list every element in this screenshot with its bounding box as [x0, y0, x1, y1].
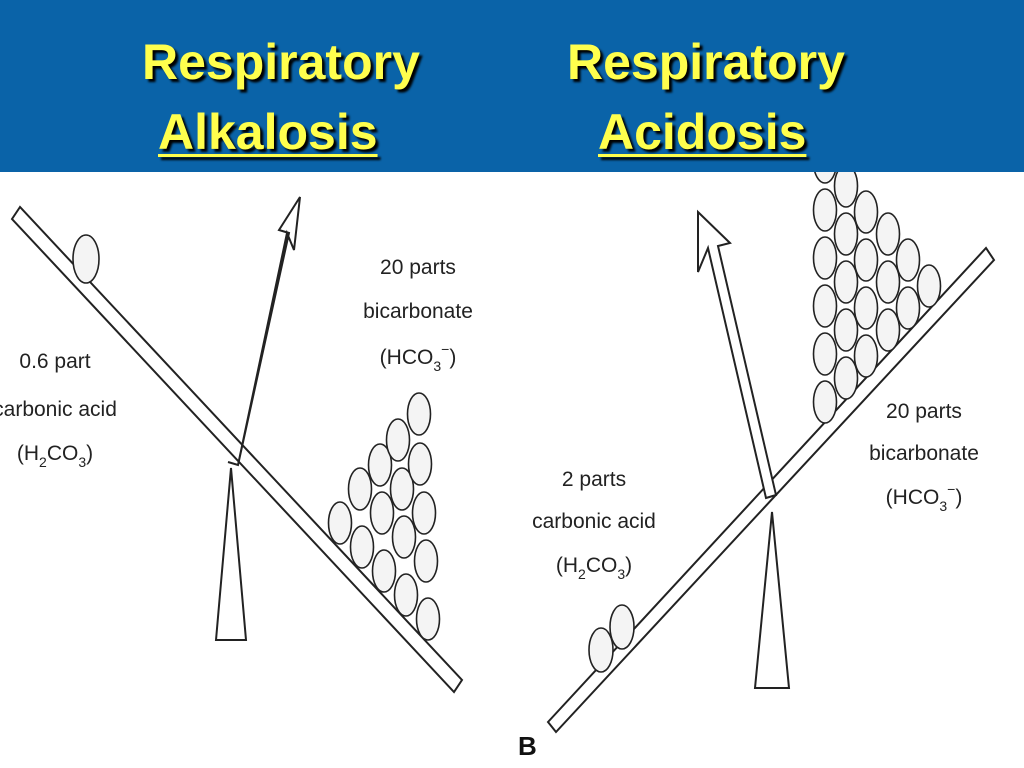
right-acid-label: 2 parts carbonic acid (H2CO3) — [532, 468, 656, 582]
bicarbonate-ball — [411, 491, 437, 535]
bicarbonate-ball — [406, 392, 432, 436]
left-fulcrum — [214, 467, 248, 641]
panel-letter: B — [518, 731, 537, 761]
title-respiratory-left: Respiratory — [142, 34, 420, 90]
left-acid-amount: 0.6 part — [19, 350, 90, 373]
bicarbonate-ball — [875, 212, 901, 256]
bicarbonate-ball — [853, 238, 879, 282]
bicarbonate-ball — [833, 308, 859, 352]
bicarbonate-ball — [833, 356, 859, 400]
bicarbonate-ball — [327, 501, 353, 545]
balance-diagram: 0.6 part carbonic acid (H2CO3) 20 parts … — [0, 172, 996, 761]
bicarbonate-ball — [853, 334, 879, 378]
title-acidosis-text: Acidosis — [598, 104, 807, 160]
bicarbonate-ball — [853, 286, 879, 330]
bicarbonate-ball — [415, 597, 441, 641]
right-acid-amount: 2 parts — [562, 468, 626, 491]
bicarbonate-ball — [391, 515, 417, 559]
right-acid-ball — [588, 627, 614, 673]
title-alkalosis-text: Alkalosis — [158, 104, 378, 160]
bicarbonate-ball — [812, 188, 838, 232]
bicarbonate-ball — [349, 525, 375, 569]
bicarbonate-ball — [347, 467, 373, 511]
bicarbonate-ball — [916, 264, 942, 308]
right-acid-ball — [609, 604, 635, 650]
left-panel: 0.6 part carbonic acid (H2CO3) 20 parts … — [0, 196, 473, 694]
bicarbonate-ball — [812, 380, 838, 424]
right-fulcrum — [753, 511, 791, 689]
bicarbonate-ball — [393, 573, 419, 617]
title-banner: Respiratory Alkalosis Respiratory Acidos… — [0, 0, 1024, 174]
right-base-amount: 20 parts — [886, 400, 962, 423]
bicarbonate-ball — [853, 190, 879, 234]
right-base-label: 20 parts bicarbonate (HCO3−) — [869, 400, 979, 514]
bicarbonate-ball — [812, 284, 838, 328]
left-base-formula: (HCO3−) — [380, 341, 457, 374]
left-acid-label: 0.6 part carbonic acid (H2CO3) — [0, 350, 117, 470]
right-base-name: bicarbonate — [869, 442, 979, 465]
right-indicator-arrow — [697, 209, 778, 500]
bicarbonate-ball — [413, 539, 439, 583]
left-base-amount: 20 parts — [380, 256, 456, 279]
bicarbonate-ball — [371, 549, 397, 593]
bicarbonate-ball — [812, 236, 838, 280]
left-base-name: bicarbonate — [363, 300, 473, 323]
bicarbonate-ball — [407, 442, 433, 486]
title-alkalosis: Alkalosis — [158, 104, 378, 160]
bicarbonate-ball — [833, 172, 859, 208]
bicarbonate-ball — [389, 467, 415, 511]
bicarbonate-ball — [812, 332, 838, 376]
bicarbonate-ball — [814, 172, 836, 184]
title-respiratory-right: Respiratory — [567, 34, 845, 90]
left-bicarbonate-balls — [327, 392, 441, 641]
right-panel: 2 parts carbonic acid (H2CO3) 20 parts b… — [532, 172, 996, 734]
right-bicarbonate-balls — [812, 172, 942, 424]
bicarbonate-ball — [875, 260, 901, 304]
right-acid-formula: (H2CO3) — [556, 554, 632, 582]
left-acid-ball — [72, 234, 100, 284]
bicarbonate-ball — [833, 212, 859, 256]
left-base-label: 20 parts bicarbonate (HCO3−) — [363, 256, 473, 374]
right-acid-name: carbonic acid — [532, 510, 656, 533]
left-indicator-arrow — [227, 196, 301, 467]
bicarbonate-ball — [369, 491, 395, 535]
bicarbonate-ball — [875, 308, 901, 352]
bicarbonate-ball — [895, 238, 921, 282]
title-acidosis: Acidosis — [598, 104, 806, 160]
bicarbonate-ball — [895, 286, 921, 330]
left-acid-formula: (H2CO3) — [17, 442, 93, 470]
right-base-formula: (HCO3−) — [886, 481, 963, 514]
bicarbonate-ball — [833, 260, 859, 304]
left-beam — [10, 205, 464, 694]
bicarbonate-ball — [385, 418, 411, 462]
bicarbonate-ball — [367, 443, 393, 487]
left-acid-name: carbonic acid — [0, 398, 117, 421]
